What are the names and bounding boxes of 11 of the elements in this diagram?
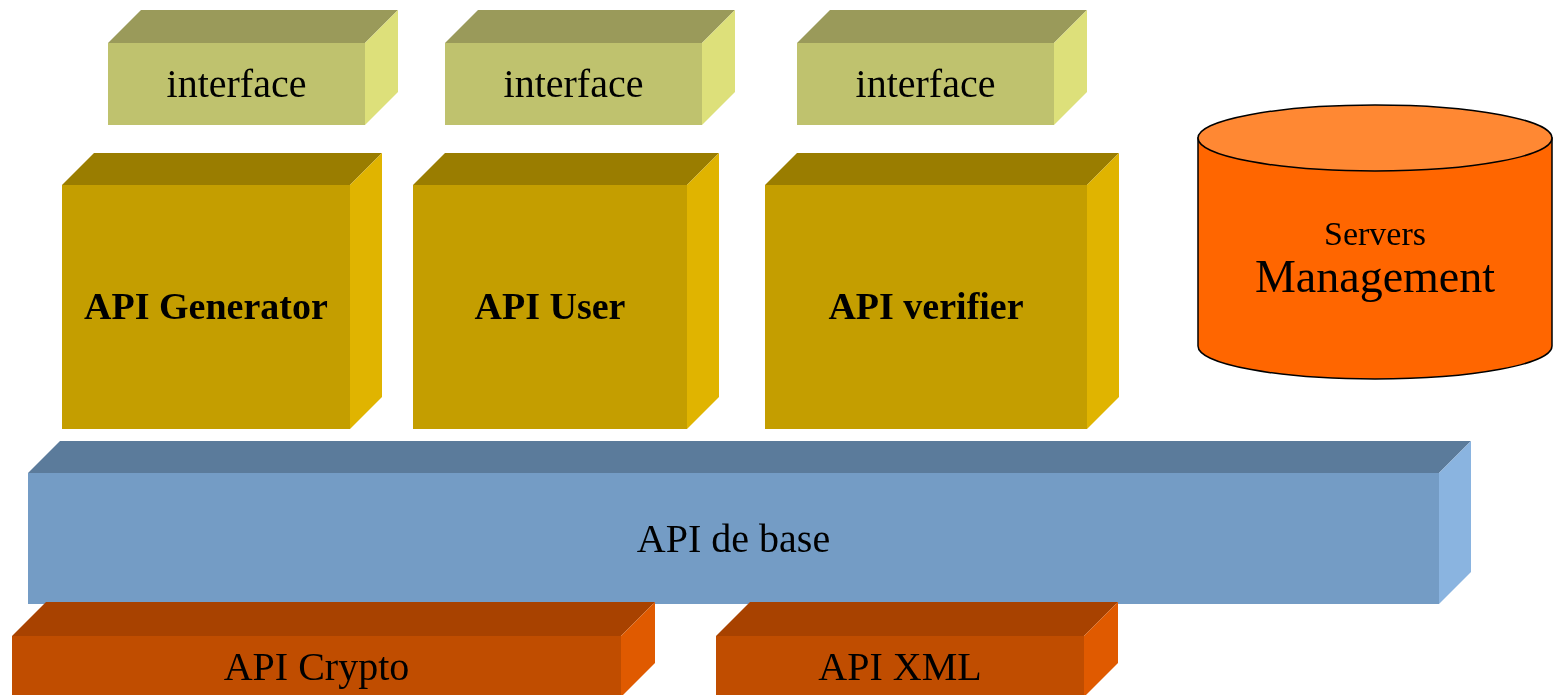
layer-label: Management bbox=[1254, 252, 1496, 303]
layer-label: Servers bbox=[1324, 215, 1426, 253]
layer-label: API verifier bbox=[828, 286, 1024, 328]
layer-label: API XML bbox=[818, 644, 982, 689]
layer-label: API Crypto bbox=[223, 644, 410, 689]
layer-label: interface bbox=[166, 62, 307, 106]
layer-label: API de base bbox=[636, 516, 831, 561]
layer-label: API User bbox=[474, 286, 626, 328]
layer-label: interface bbox=[855, 62, 996, 106]
layer-label: interface bbox=[503, 62, 644, 106]
layer-label: API Generator bbox=[84, 286, 328, 328]
